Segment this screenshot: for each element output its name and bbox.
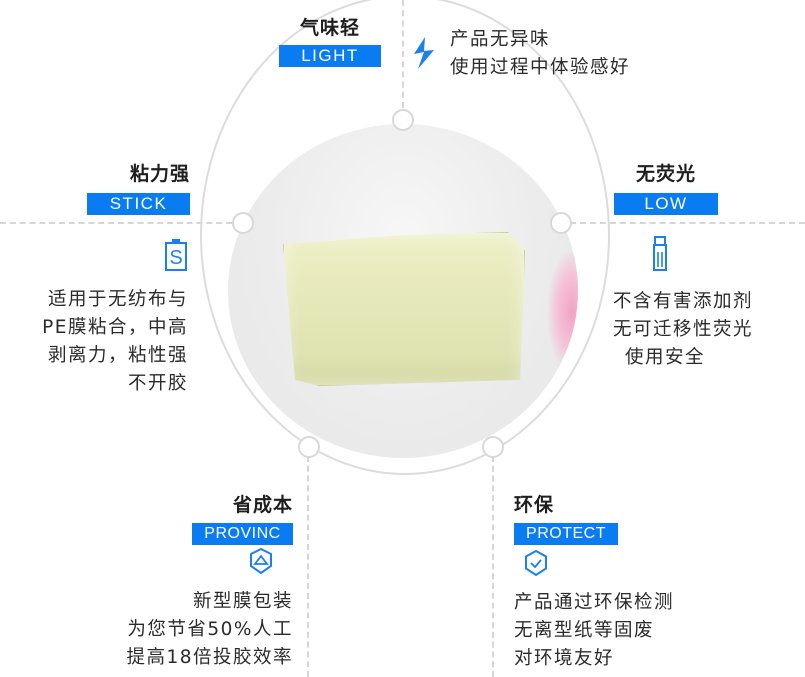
connector-left: [0, 222, 232, 224]
desc-line: 产品无异味: [450, 29, 551, 50]
gel-block: [283, 232, 525, 386]
flower-decoration: [548, 252, 578, 372]
desc-line: 不开胶: [127, 373, 188, 394]
feature-stick-title: 粘力强: [129, 163, 190, 185]
feature-provinc: 省成本 PROVINC: [192, 493, 293, 545]
connector-right: [570, 222, 805, 224]
desc-line: 提高18倍投胶效率: [126, 647, 293, 668]
feature-low-title: 无荧光: [635, 163, 696, 185]
desc-line: 产品通过环保检测: [514, 592, 675, 613]
node-right: [550, 212, 572, 234]
feature-protect-desc: 产品通过环保检测 无离型纸等固废 对环境友好: [514, 589, 674, 673]
connector-bottom-left: [307, 456, 309, 677]
desc-line: 为您节省50%人工: [127, 619, 293, 640]
feature-stick-desc: 适用于无纺布与 PE膜粘合，中高 剥离力，粘性强 不开胶: [0, 286, 188, 398]
desc-line: 无离型纸等固废: [514, 620, 655, 641]
node-bottom-right: [482, 436, 504, 458]
feature-provinc-tag: PROVINC: [192, 523, 293, 545]
feature-low-tag: LOW: [614, 193, 718, 215]
feature-light-title: 气味轻: [299, 17, 360, 39]
shield-check-icon: [524, 550, 548, 576]
lightning-icon: [411, 36, 437, 70]
feature-protect-title: 环保: [514, 494, 555, 516]
svg-text:S: S: [169, 247, 182, 269]
desc-line: 不含有害添加剂: [613, 291, 754, 312]
desc-line: 新型膜包装: [192, 591, 293, 612]
desc-line: PE膜粘合，中高: [42, 317, 188, 338]
feature-provinc-title: 省成本: [232, 494, 293, 516]
feature-low-desc: 不含有害添加剂 无可迁移性荧光 使用安全: [613, 288, 753, 372]
desc-line: 剥离力，粘性强: [47, 345, 188, 366]
feature-light-desc: 产品无异味 使用过程中体验感好: [450, 26, 630, 82]
desc-line: 使用过程中体验感好: [450, 57, 631, 78]
tube-icon: [652, 236, 668, 272]
desc-line: 使用安全: [625, 347, 706, 368]
product-photo: [228, 124, 578, 458]
feature-light-tag: LIGHT: [279, 45, 381, 67]
connector-bottom-right: [492, 456, 494, 677]
feature-protect: 环保 PROTECT: [514, 493, 618, 545]
feature-stick-tag: STICK: [87, 193, 190, 215]
node-top: [392, 109, 414, 131]
node-left: [232, 212, 254, 234]
feature-light: 气味轻 LIGHT: [279, 16, 381, 67]
feature-provinc-desc: 新型膜包装 为您节省50%人工 提高18倍投胶效率: [60, 588, 293, 672]
desc-line: 无可迁移性荧光: [613, 319, 754, 340]
desc-line: 对环境友好: [514, 648, 615, 669]
feature-low: 无荧光 LOW: [614, 162, 718, 215]
feature-protect-tag: PROTECT: [514, 523, 618, 545]
shield-triangle-icon: [249, 548, 273, 574]
outer-ring: [200, 0, 610, 475]
feature-stick: 粘力强 STICK: [87, 162, 190, 215]
desc-line: 适用于无纺布与: [47, 289, 188, 310]
battery-s-icon: S: [164, 238, 188, 272]
node-bottom-left: [298, 436, 320, 458]
